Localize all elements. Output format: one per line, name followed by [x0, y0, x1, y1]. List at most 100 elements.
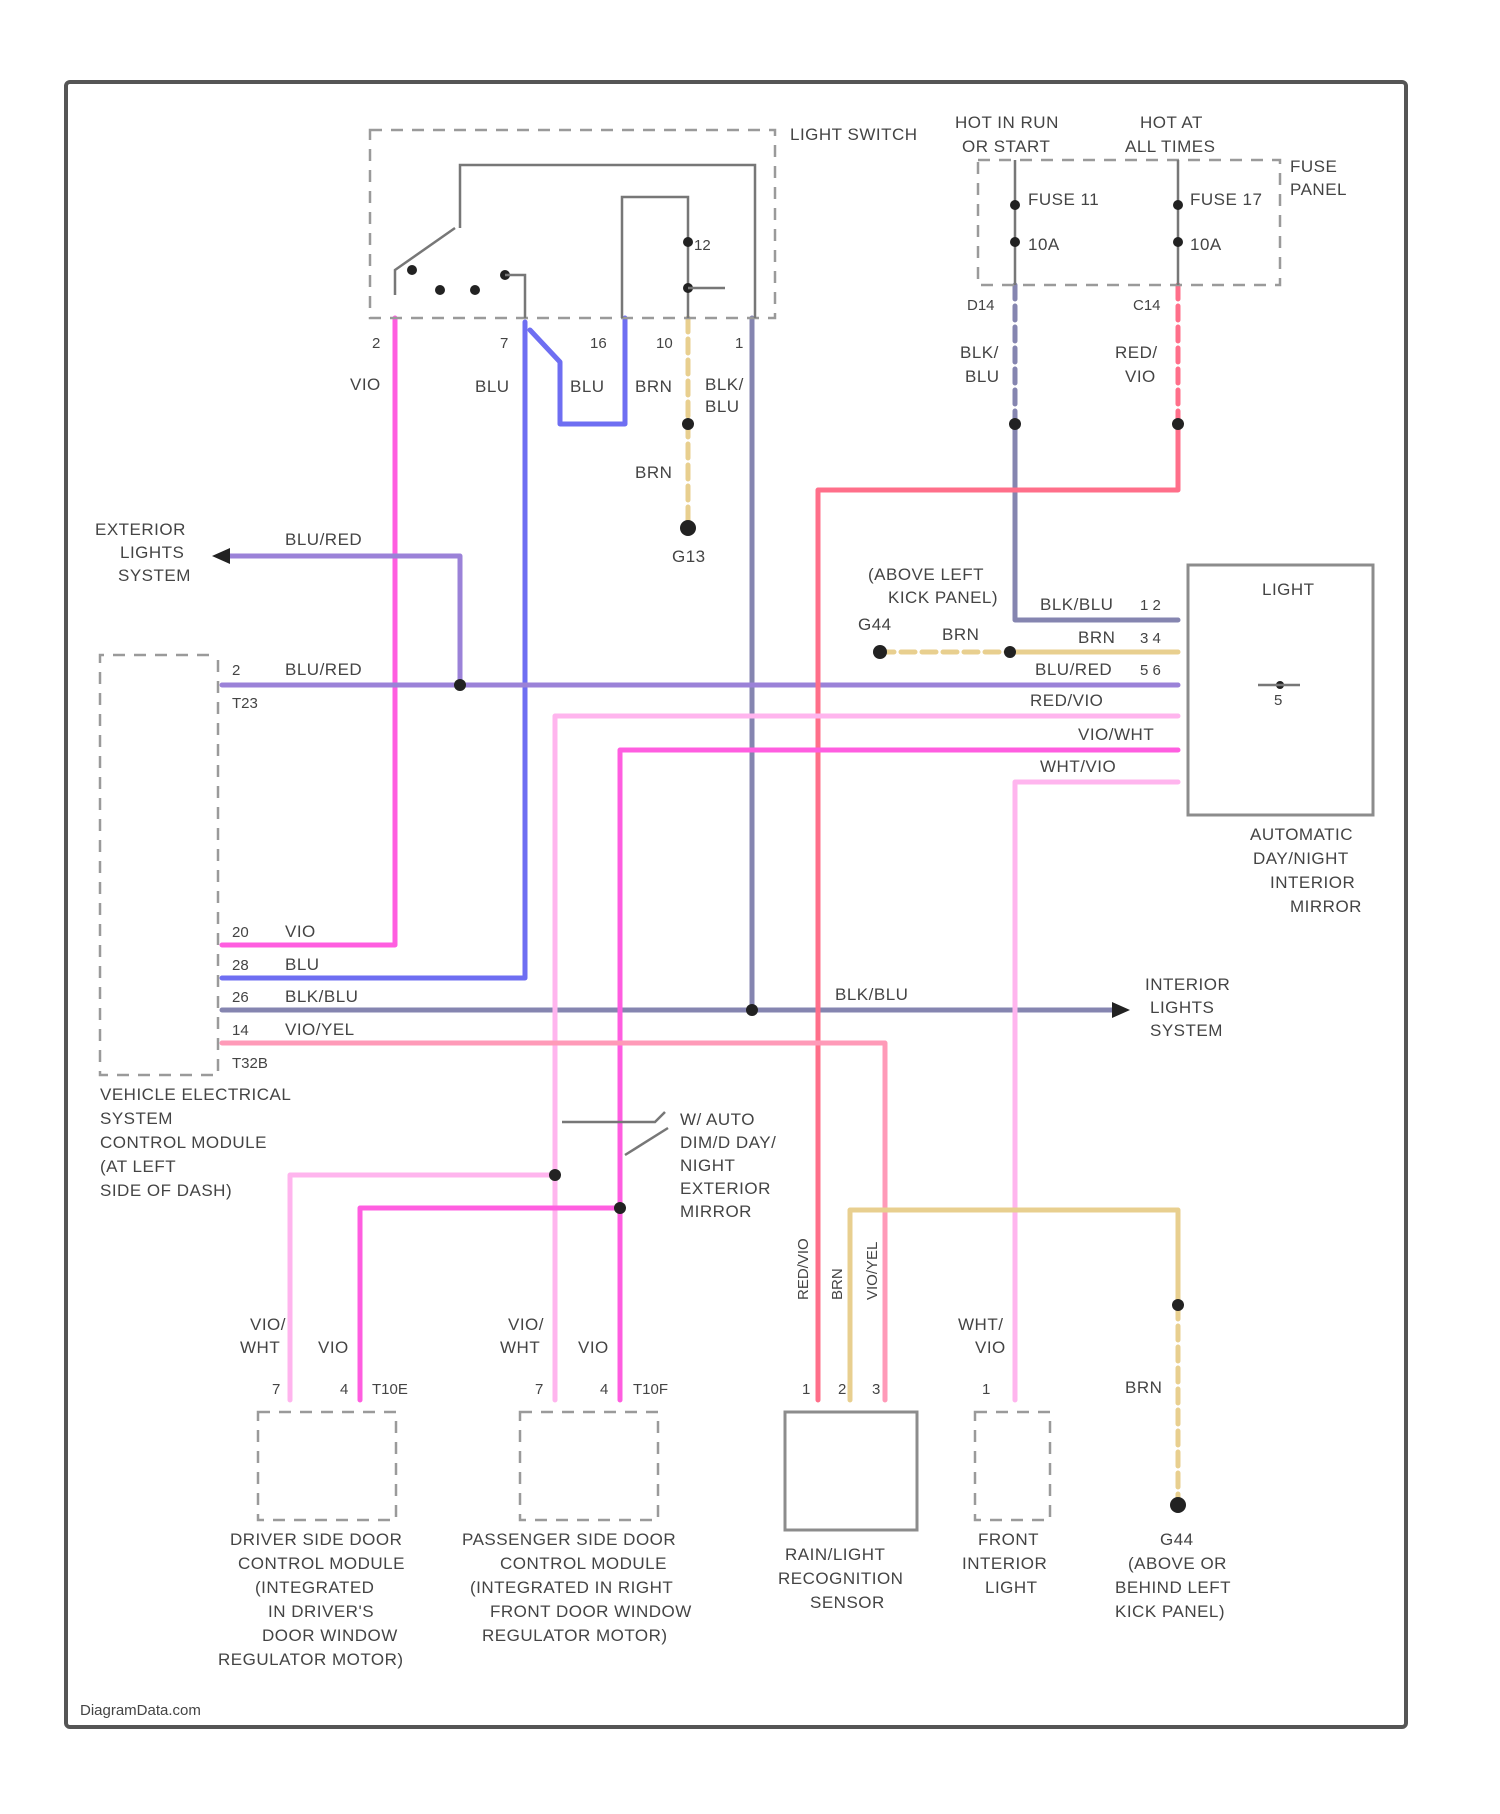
label-blkblu-vescm: BLK/BLU	[285, 987, 358, 1006]
label-brn-mirror: BRN	[1078, 628, 1115, 647]
label-brn-rain: BRN	[829, 1268, 846, 1300]
mirror-box	[1188, 565, 1373, 815]
driver-pin-4: 4	[340, 1381, 348, 1398]
exterior-lights-arrow	[212, 548, 230, 564]
mirror-label: AUTOMATIC DAY/NIGHT INTERIOR MIRROR	[1250, 825, 1362, 916]
ground-g13-symbol	[680, 520, 696, 536]
light-switch: 12 LIGHT SWITCH	[370, 125, 918, 318]
label-blkblu-switch: BLK/ BLU	[705, 375, 749, 416]
vescm-pin-20: 20	[232, 924, 249, 941]
label-blu-vescm: BLU	[285, 955, 320, 974]
wire-whtvio-mirror-front	[1015, 782, 1178, 1400]
fuse-left-label: FUSE 11	[1028, 190, 1099, 209]
svg-text:5: 5	[1274, 692, 1282, 709]
vescm-conn: T32B	[232, 1055, 268, 1072]
switch-pin-16: 16	[590, 335, 607, 352]
fuse-left-amp: 10A	[1028, 235, 1060, 254]
vescm-pin-28: 28	[232, 957, 249, 974]
wires	[222, 285, 1178, 1505]
mirror-box-title: LIGHT	[1262, 580, 1315, 599]
rain-pin-3: 3	[872, 1381, 880, 1398]
label-blkblu-mirror: BLK/BLU	[1040, 595, 1113, 614]
svg-text:12: 12	[694, 237, 711, 254]
passenger-door-label: PASSENGER SIDE DOOR CONTROL MODULE (INTE…	[462, 1530, 697, 1645]
wire-vio-driver	[360, 1208, 620, 1400]
front-light-label: FRONT INTERIOR LIGHT	[962, 1530, 1052, 1597]
fuse-panel-label: FUSE PANEL	[1290, 157, 1347, 199]
label-vio-driver: VIO	[318, 1338, 349, 1357]
vescm-pin-14: 14	[232, 1022, 249, 1039]
mirror-pin-5-6: 5 6	[1140, 662, 1161, 679]
fuse-panel-box	[978, 160, 1280, 285]
mirror-pin-1-2: 1 2	[1140, 597, 1161, 614]
fuse-right-amp: 10A	[1190, 235, 1222, 254]
driver-door-module: VIO/ WHT VIO 7 4 T10E DRIVER SIDE DOOR C…	[218, 1315, 410, 1669]
ground-bottom-symbol	[1170, 1497, 1186, 1513]
light-switch-box	[370, 130, 775, 318]
wire-blu-switch-vescm	[222, 322, 525, 978]
ground-kick-upper-label: (ABOVE LEFT KICK PANEL)	[868, 565, 998, 607]
mirror-pin-3-4: 3 4	[1140, 630, 1161, 647]
label-brn-switch: BRN	[635, 377, 672, 396]
passenger-door-box	[520, 1412, 658, 1520]
wire-vio-switch-vescm	[222, 318, 395, 945]
ground-kick-upper-symbol	[873, 645, 887, 659]
front-interior-light: WHT/ VIO 1 FRONT INTERIOR LIGHT	[958, 1315, 1052, 1597]
vescm-pin-2: 2	[232, 662, 240, 679]
driver-pin-7: 7	[272, 1381, 280, 1398]
fuse-right-conn: C14	[1133, 297, 1161, 314]
wire-blu-loop	[530, 318, 625, 424]
label-brn-ground: BRN	[635, 463, 672, 482]
label-blured-mirror: BLU/RED	[1035, 660, 1112, 679]
vescm: 2 T23 BLU/RED 20 28 26 14 T32B VIO BLU B…	[100, 655, 362, 1200]
label-viowht-passenger: VIO/ WHT	[500, 1315, 549, 1357]
switch-pin-2: 2	[372, 335, 380, 352]
front-light-box	[975, 1412, 1050, 1520]
passenger-pin-7: 7	[535, 1381, 543, 1398]
passenger-door-module: VIO/ WHT VIO 7 4 T10F PASSENGER SIDE DOO…	[462, 1315, 697, 1645]
switch-pin-7: 7	[500, 335, 508, 352]
label-redvio-fuse: RED/ VIO	[1115, 343, 1163, 386]
label-blured-main: BLU/RED	[285, 660, 362, 679]
vescm-box	[100, 655, 218, 1075]
front-light-pin-1: 1	[982, 1381, 990, 1398]
wire-blkblu-fuse-mirror	[1015, 424, 1178, 620]
switch-pin-10: 10	[656, 335, 673, 352]
fuse-header-right: HOT AT ALL TIMES	[1125, 113, 1215, 156]
driver-door-box	[258, 1412, 396, 1520]
vescm-label: VEHICLE ELECTRICAL SYSTEM CONTROL MODULE…	[100, 1085, 296, 1200]
switch-pin-1: 1	[735, 335, 743, 352]
label-brn-kick: BRN	[942, 625, 979, 644]
ground-g13-label: G13	[672, 547, 706, 566]
diagram-frame	[66, 82, 1406, 1727]
label-blu-left: BLU	[475, 377, 510, 396]
passenger-pin-4: 4	[600, 1381, 608, 1398]
driver-door-label: DRIVER SIDE DOOR CONTROL MODULE (INTEGRA…	[218, 1530, 410, 1669]
driver-conn: T10E	[372, 1381, 408, 1398]
fuse-left-conn: D14	[967, 297, 995, 314]
rain-pin-2: 2	[838, 1381, 846, 1398]
rain-sensor-box	[785, 1412, 917, 1530]
fuse-right-label: FUSE 17	[1190, 190, 1262, 209]
label-blured-exterior: BLU/RED	[285, 530, 362, 549]
label-vio-passenger: VIO	[578, 1338, 609, 1357]
fuse-header-left: HOT IN RUN OR START	[955, 113, 1064, 156]
vescm-pin-26: 26	[232, 989, 249, 1006]
label-vio-vescm: VIO	[285, 922, 316, 941]
wire-vio-mirror	[620, 750, 1178, 1400]
label-redvio-mirror: RED/VIO	[1030, 691, 1103, 710]
label-whtvio-mirror: WHT/VIO	[1040, 757, 1116, 776]
label-vioyel-rain: VIO/YEL	[864, 1242, 881, 1300]
label-viowht-driver: VIO/ WHT	[240, 1315, 291, 1357]
exterior-lights-label: EXTERIOR LIGHTS SYSTEM	[95, 520, 191, 585]
watermark: DiagramData.com	[80, 1702, 201, 1719]
interior-lights-label: INTERIOR LIGHTS SYSTEM	[1145, 975, 1235, 1040]
rain-sensor-label: RAIN/LIGHT RECOGNITION SENSOR	[778, 1545, 909, 1612]
rain-pin-1: 1	[802, 1381, 810, 1398]
fuse-panel: FUSE 11 10A FUSE 17 10A FUSE PANEL HOT I…	[955, 113, 1347, 386]
label-whtvio-front: WHT/ VIO	[958, 1315, 1009, 1357]
label-vioyel-vescm: VIO/YEL	[285, 1020, 355, 1039]
label-vio-top: VIO	[350, 375, 381, 394]
light-switch-label: LIGHT SWITCH	[790, 125, 918, 144]
